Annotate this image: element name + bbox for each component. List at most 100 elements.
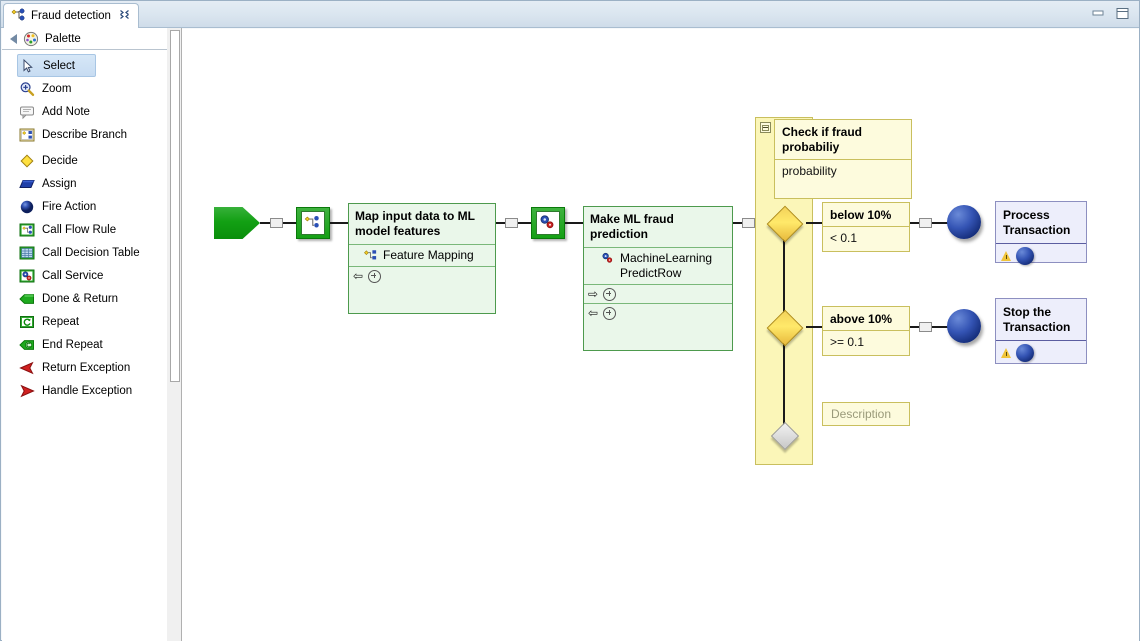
predict-step-icon-node[interactable]: [531, 207, 565, 239]
palette-item-label: Repeat: [42, 315, 80, 328]
process-transaction-action-row[interactable]: [996, 243, 1086, 268]
map-step-output-row[interactable]: ⇦: [349, 266, 495, 285]
title-bar: Fraud detection: [1, 1, 1139, 28]
predict-step-node[interactable]: Make ML fraud prediction MachineLearning…: [583, 206, 733, 351]
palette-item-label: Handle Exception: [42, 384, 133, 397]
blue-sphere-icon: [1016, 344, 1034, 362]
end-repeat-icon: [19, 337, 35, 353]
map-step-icon-node[interactable]: [296, 207, 330, 239]
feature-mapping-icon: [363, 248, 378, 263]
connector-line: [565, 222, 583, 224]
stop-transaction-node[interactable]: Stop the Transaction: [995, 298, 1087, 364]
process-transaction-node[interactable]: Process Transaction: [995, 201, 1087, 265]
connector-line: [518, 222, 532, 224]
palette-item-label: Zoom: [42, 82, 72, 95]
palette-item-call-decision-table[interactable]: Call Decision Table: [2, 241, 165, 264]
minimize-button[interactable]: [1091, 7, 1106, 20]
palette-item-label: Fire Action: [42, 200, 97, 213]
palette-icon: [23, 31, 39, 47]
maximize-button[interactable]: [1115, 7, 1130, 20]
palette-item-call-flow-rule[interactable]: Call Flow Rule: [2, 218, 165, 241]
palette-item-label: Call Decision Table: [42, 246, 140, 259]
branch-box-above[interactable]: above 10% >= 0.1: [822, 306, 910, 356]
flow-rule-icon: [19, 222, 35, 238]
palette-item-call-service[interactable]: Call Service: [2, 264, 165, 287]
connector-handle[interactable]: [919, 322, 932, 332]
map-step-rule[interactable]: Feature Mapping: [349, 244, 495, 266]
stop-action-sphere[interactable]: [947, 309, 981, 343]
predict-step-input-row[interactable]: ⇨: [584, 284, 732, 303]
map-step-rule-label: Feature Mapping: [383, 248, 474, 262]
collapse-left-arrow-icon[interactable]: [10, 33, 17, 44]
otherwise-description-box[interactable]: Description: [822, 402, 910, 426]
right-arrow-icon: ⇨: [588, 287, 599, 301]
stop-transaction-action-row[interactable]: [996, 340, 1086, 365]
add-icon[interactable]: [368, 269, 382, 283]
palette-item-assign[interactable]: Assign: [2, 172, 165, 195]
connector-line: [932, 326, 949, 328]
process-transaction-title: Process Transaction: [1003, 208, 1071, 237]
connector-line: [330, 222, 348, 224]
panel-divider-handle[interactable]: [170, 30, 180, 382]
palette-item-add-note[interactable]: Add Note: [2, 100, 165, 123]
palette-item-describe-branch[interactable]: Describe Branch: [2, 123, 165, 146]
repeat-loop-icon: [19, 314, 35, 330]
palette-item-select[interactable]: Select: [17, 54, 96, 77]
add-icon[interactable]: [603, 306, 617, 320]
red-left-arrow-icon: [19, 360, 35, 376]
connector-handle[interactable]: [270, 218, 283, 228]
connector-handle[interactable]: [919, 218, 932, 228]
palette-item-end-repeat[interactable]: End Repeat: [2, 333, 165, 356]
decision-table-icon: [19, 245, 35, 261]
add-icon[interactable]: [603, 287, 617, 301]
call-service-icon: [19, 268, 35, 284]
predict-step-rule[interactable]: MachineLearning PredictRow: [584, 247, 732, 284]
otherwise-diamond[interactable]: [762, 418, 806, 452]
branch-condition-above: >= 0.1: [823, 330, 909, 354]
palette-item-fire-action[interactable]: Fire Action: [2, 195, 165, 218]
palette-header[interactable]: Palette: [2, 28, 167, 50]
connector-handle[interactable]: [742, 218, 755, 228]
decision-variable: probability: [775, 159, 911, 183]
diagram-canvas[interactable]: Map input data to ML model features Feat…: [182, 29, 1139, 641]
flow-diagram-icon: [10, 8, 26, 24]
connector-line: [806, 222, 828, 224]
branch-box-below[interactable]: below 10% < 0.1: [822, 202, 910, 252]
decision-title-box[interactable]: Check if fraud probabiliy probability: [774, 119, 912, 199]
palette-item-handle-exception[interactable]: Handle Exception: [2, 379, 165, 402]
palette-item-label: Call Flow Rule: [42, 223, 117, 236]
collapse-minus-icon[interactable]: [760, 122, 771, 133]
start-node[interactable]: [214, 207, 260, 239]
map-step-node[interactable]: Map input data to ML model features Feat…: [348, 203, 496, 314]
yellow-diamond-icon: [19, 153, 35, 169]
process-action-sphere[interactable]: [947, 205, 981, 239]
predict-step-title: Make ML fraud prediction: [590, 212, 674, 241]
left-arrow-icon: ⇦: [588, 306, 599, 320]
panel-divider[interactable]: [167, 28, 182, 641]
branch-diamond-above[interactable]: [762, 309, 806, 347]
editor-tab-fraud-detection[interactable]: Fraud detection: [3, 3, 139, 28]
describe-branch-icon: [19, 127, 35, 143]
flow-rule-icon: [301, 211, 325, 235]
tab-title: Fraud detection: [31, 10, 111, 22]
palette-item-label: Select: [43, 59, 75, 72]
palette-item-done-return[interactable]: Done & Return: [2, 287, 165, 310]
palette-item-zoom[interactable]: Zoom: [2, 77, 165, 100]
cursor-arrow-icon: [20, 58, 36, 74]
connector-line: [260, 222, 276, 224]
palette-item-repeat[interactable]: Repeat: [2, 310, 165, 333]
connector-handle[interactable]: [505, 218, 518, 228]
predict-step-output-row[interactable]: ⇦: [584, 303, 732, 322]
branch-diamond-below[interactable]: [762, 205, 806, 243]
palette-item-decide[interactable]: Decide: [2, 149, 165, 172]
close-icon[interactable]: [119, 9, 130, 23]
palette-title: Palette: [45, 32, 81, 45]
palette-item-label: Call Service: [42, 269, 104, 282]
otherwise-description-label: Description: [831, 407, 892, 421]
left-arrow-icon: ⇦: [353, 269, 364, 283]
call-service-icon: [536, 211, 560, 235]
stop-transaction-title: Stop the Transaction: [1003, 305, 1071, 334]
palette-item-return-exception[interactable]: Return Exception: [2, 356, 165, 379]
map-step-title: Map input data to ML model features: [355, 209, 475, 238]
